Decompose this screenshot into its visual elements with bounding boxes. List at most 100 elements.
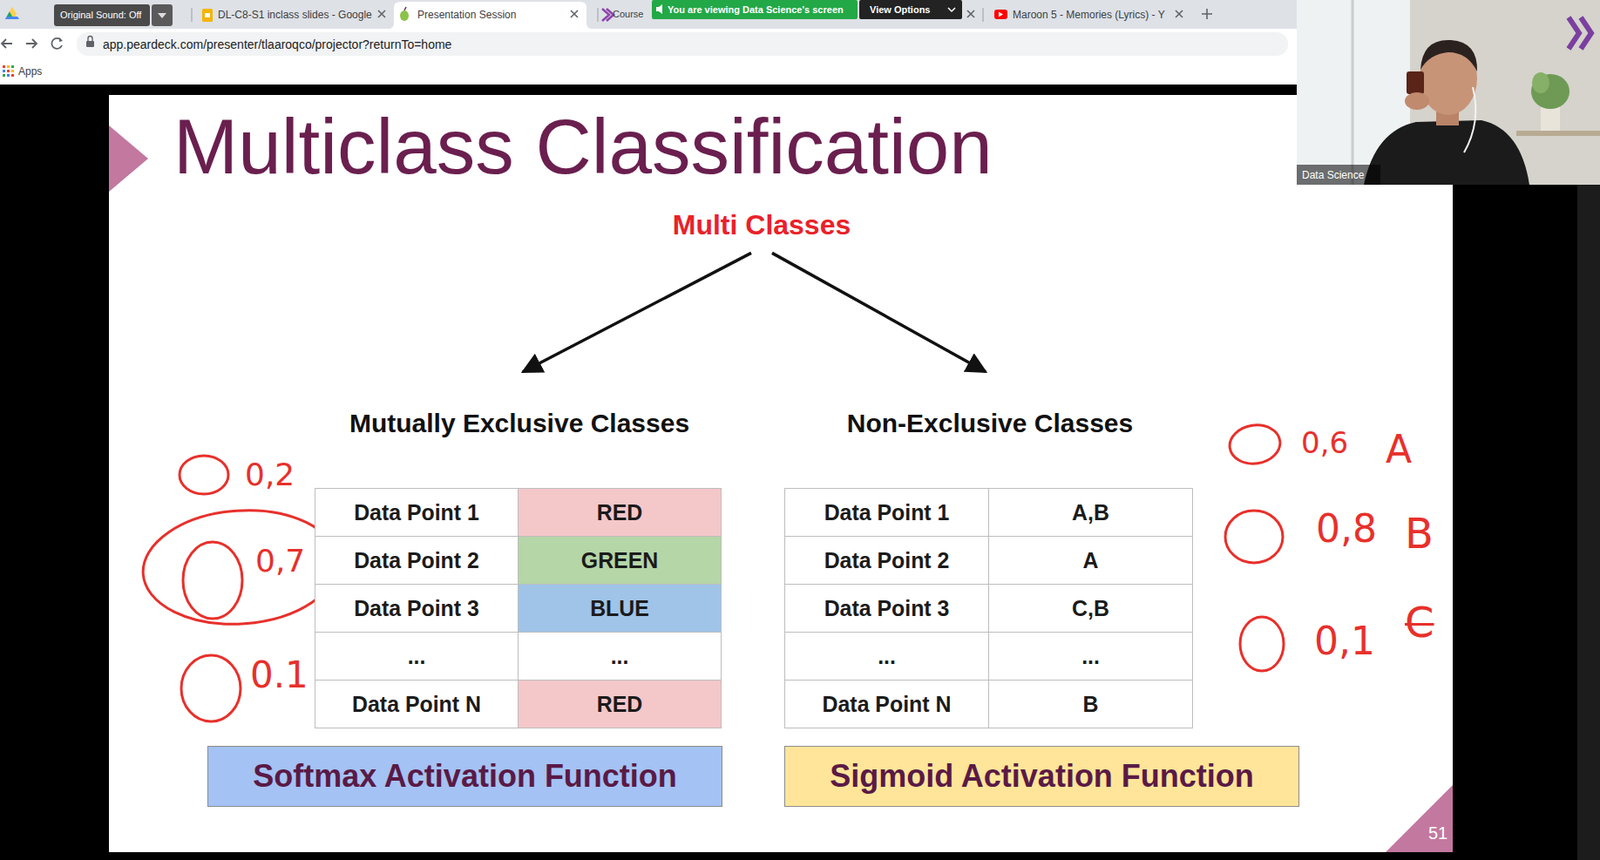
table-cell: Data Point 2 — [314, 535, 519, 585]
slides-icon — [202, 8, 213, 22]
table-cell: ... — [784, 631, 990, 681]
branch-heading: Mutually Exclusive Classes — [340, 372, 699, 445]
person-hand — [1404, 92, 1430, 110]
class-cell: BLUE — [517, 583, 722, 633]
title-marker — [108, 125, 149, 192]
view-options-button — [859, 0, 963, 20]
webcam-background — [1296, 0, 1600, 185]
view-options-caret — [948, 7, 956, 12]
pear-stem — [404, 6, 407, 11]
hand-class: C — [1404, 601, 1435, 644]
earphone-wire — [1464, 87, 1476, 153]
apps-dot — [2, 69, 6, 73]
person-shirt — [1363, 120, 1530, 185]
corner-triangle — [1385, 785, 1453, 853]
tab-separator — [983, 7, 984, 22]
new-tab-icon — [1201, 8, 1213, 20]
plant-leaf — [1532, 72, 1550, 94]
tab-title: DL-C8-S1 inclass slides - Google — [217, 9, 373, 21]
node-text: Mutually Exclusive Classes — [349, 408, 690, 440]
hand-class: A — [1385, 430, 1412, 469]
class-cell: RED — [517, 488, 722, 537]
node-text: Sigmoid Activation Function — [829, 759, 1255, 794]
branch-arrow — [522, 252, 752, 372]
youtube-icon — [994, 9, 1008, 20]
hand-circle — [179, 455, 229, 495]
node-text: Non-Exclusive Classes — [847, 408, 1134, 440]
node-text: Softmax Activation Function — [252, 759, 678, 794]
class-cell: A — [988, 535, 1194, 585]
tab-title: Presentation Session — [417, 9, 516, 21]
view-options-text: View Options — [869, 5, 930, 15]
table-cell: Data Point 3 — [784, 583, 990, 633]
hand-circle — [181, 655, 241, 722]
person-hair — [1420, 40, 1478, 72]
hand-probability: 0,8 — [1315, 509, 1377, 549]
close-icon — [1175, 10, 1183, 18]
hand-circle — [1227, 421, 1283, 468]
apps-dot — [2, 65, 6, 68]
slide-title: Multiclass Classification — [173, 108, 993, 186]
apps-dot — [2, 74, 6, 77]
hand-circle — [139, 503, 343, 631]
table-cell: Data Point 3 — [314, 583, 519, 633]
branch-arrow — [772, 252, 986, 372]
slide — [108, 94, 1453, 853]
class-cell: GREEN — [517, 535, 722, 585]
activation-box: Sigmoid Activation Function — [784, 745, 1300, 807]
hand-circle — [183, 542, 243, 619]
dropdown-caret — [157, 13, 167, 19]
apps-dot — [6, 69, 10, 73]
hand-probability: 0,6 — [1301, 427, 1349, 458]
class-cell: C,B — [988, 583, 1194, 633]
active-tab — [388, 1, 592, 29]
apps-dot — [6, 74, 10, 77]
window-frame — [1351, 0, 1355, 185]
class-cell: B — [988, 679, 1194, 729]
hand-circle — [1225, 510, 1283, 563]
slide-number: 51 — [1428, 824, 1448, 842]
shelf — [1516, 130, 1600, 136]
drive-icon — [5, 6, 20, 20]
class-cell: ... — [988, 631, 1194, 681]
youtube-play — [998, 12, 1004, 18]
forward-icon — [26, 39, 37, 48]
speaker-icon — [656, 4, 663, 14]
table-cell: Data Point 1 — [314, 488, 519, 537]
sound-badge-text: Original Sound: Off — [60, 10, 142, 21]
name-tag — [1296, 164, 1381, 185]
drive-part — [5, 16, 20, 20]
hand-probability: 0,1 — [1314, 622, 1376, 661]
tab-separator — [597, 7, 599, 22]
brand-logo — [1568, 17, 1592, 49]
close-icon — [967, 10, 975, 18]
hand-class: B — [1404, 512, 1434, 555]
hand-probability: 0,7 — [255, 545, 306, 577]
nav-icons — [1, 38, 62, 49]
apps-icon — [2, 65, 14, 77]
root-label: Multi Classes — [664, 205, 861, 254]
class-cell: RED — [517, 679, 722, 729]
pear-icon — [400, 10, 409, 21]
course-icon — [602, 8, 614, 21]
hand-circle — [1240, 616, 1284, 672]
sound-dropdown — [151, 4, 173, 27]
apps-dot — [6, 65, 10, 68]
class-cell: ... — [517, 631, 722, 681]
close-icon — [378, 10, 386, 18]
reload-head — [59, 37, 63, 42]
lock-shackle — [88, 36, 93, 42]
tab-title: Course — [612, 9, 644, 20]
share-banner-text: You are viewing Data Science's screen — [667, 5, 844, 15]
apps-dot — [11, 65, 14, 68]
address-url: app.peardeck.com/presenter/tlaaroqco/pro… — [102, 38, 452, 51]
table-cell: ... — [314, 631, 519, 681]
activation-box: Softmax Activation Function — [207, 745, 723, 807]
hand-probability: 0,2 — [244, 459, 295, 491]
webcam-feed — [1296, 0, 1600, 185]
lock-icon — [86, 40, 95, 48]
apps-dot — [11, 74, 14, 77]
apps-dot — [11, 69, 14, 73]
tea-glass — [1406, 71, 1424, 95]
